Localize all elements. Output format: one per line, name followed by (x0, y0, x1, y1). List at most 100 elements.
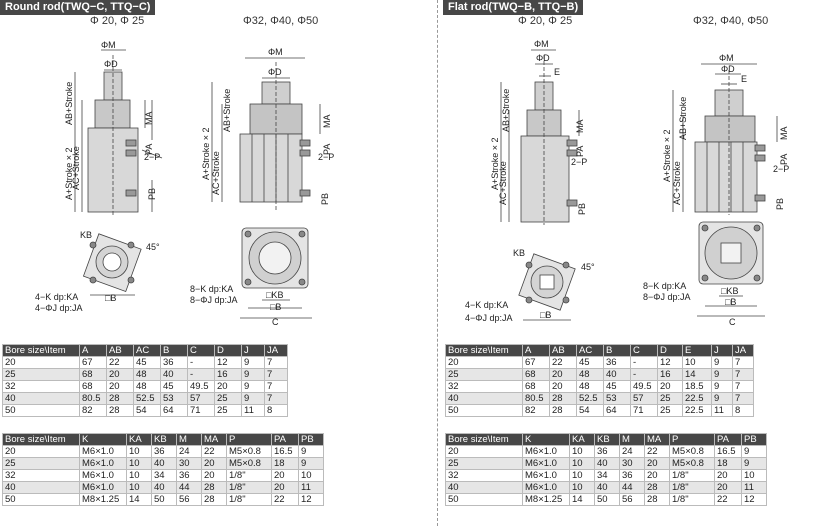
table-header-row: Bore size\Item K KA KB M MA P PA PB (2, 433, 324, 446)
label-ab-stroke-large: AB+Stroke (678, 97, 688, 140)
cell: 25 (657, 404, 683, 417)
label-b-large: □B (270, 302, 281, 312)
cell: M6×1.0 (79, 457, 127, 470)
small-cylinder-side-view (500, 49, 580, 225)
subtitle-large-bore: Φ32, Φ40, Φ50 (693, 15, 769, 27)
cell: 40 (160, 368, 188, 381)
cell: 10 (569, 481, 595, 494)
header-cell: Bore size\Item (2, 344, 80, 357)
header-cell: KA (569, 433, 595, 446)
label-pb-large: PB (320, 193, 330, 205)
label-8j: 8−ΦJ dp:JA (190, 295, 237, 305)
cell: 20 (445, 356, 523, 369)
cell: 30 (176, 457, 202, 470)
cell: 9 (711, 356, 733, 369)
cell: 50 (151, 493, 177, 506)
cell: 12 (214, 356, 242, 369)
label-b-large: □B (725, 297, 736, 307)
cell: 11 (298, 481, 324, 494)
header-cell: J (711, 344, 733, 357)
cell: M6×1.0 (522, 469, 570, 482)
subtitle-large-bore: Φ32, Φ40, Φ50 (243, 15, 319, 27)
cell: 20 (714, 469, 742, 482)
label-a-stroke-2: A+Stroke × 2 (64, 147, 74, 200)
cell: 10 (126, 469, 152, 482)
cell: 9 (298, 445, 324, 458)
cell: 9 (241, 368, 265, 381)
cell: 10 (126, 445, 152, 458)
cell: 22 (549, 356, 577, 369)
header-cell: PA (271, 433, 299, 446)
cell: 20 (714, 481, 742, 494)
cell: 10 (569, 445, 595, 458)
label-a-stroke-2-large: A+Stroke × 2 (201, 127, 211, 180)
cell: 48 (133, 380, 161, 393)
cell: 20 (2, 445, 80, 458)
label-kb-square: □KB (266, 290, 283, 300)
cell: M6×1.0 (79, 445, 127, 458)
cell: 45 (160, 380, 188, 393)
cell: 11 (241, 404, 265, 417)
cell: 10 (126, 457, 152, 470)
header-cell: KB (151, 433, 177, 446)
label-phi-d: ΦD (536, 53, 550, 63)
cell: 45 (576, 356, 604, 369)
cell: 9 (241, 356, 265, 369)
label-b: □B (105, 293, 116, 303)
cell: 20 (2, 356, 80, 369)
cell: 10 (126, 481, 152, 494)
cell: 20 (201, 469, 227, 482)
label-a-stroke-2: A+Stroke × 2 (490, 137, 500, 190)
cell: 56 (176, 493, 202, 506)
cell: 9 (711, 368, 733, 381)
cell: 40 (445, 481, 523, 494)
cell: 48 (576, 368, 604, 381)
cell: 16.5 (271, 445, 299, 458)
header-cell: C (187, 344, 215, 357)
cell: 16 (214, 368, 242, 381)
label-e: E (554, 67, 560, 77)
label-ac-stroke-large: AC+Stroke (211, 151, 221, 195)
cell: 20 (271, 481, 299, 494)
label-pb-large: PB (775, 198, 785, 210)
subtitle-small-bore: Φ 20, Φ 25 (518, 15, 573, 27)
cell: 50 (594, 493, 620, 506)
cell: 28 (106, 392, 134, 405)
cell: M5×0.8 (226, 445, 272, 458)
cell: 25 (2, 457, 80, 470)
panel-title: Flat rod(TWQ−B, TTQ−B) (443, 0, 584, 15)
label-pa-large: PA (322, 144, 332, 155)
cell: 20 (549, 380, 577, 393)
cell: 50 (445, 493, 523, 506)
cell: 22 (271, 493, 299, 506)
label-45-deg: 45° (146, 242, 160, 252)
cell: 54 (576, 404, 604, 417)
small-cylinder-side-view (74, 49, 163, 215)
cell: 7 (264, 368, 288, 381)
label-4j: 4−ΦJ dp:JA (35, 303, 82, 313)
cell: 25 (445, 457, 523, 470)
label-c: C (272, 317, 279, 327)
cell: 67 (522, 356, 550, 369)
header-cell: C (630, 344, 658, 357)
cell: 10 (569, 457, 595, 470)
cell: 44 (619, 481, 645, 494)
label-phi-m-large: ΦM (268, 47, 283, 57)
cell: 9 (241, 392, 265, 405)
cell: 22 (714, 493, 742, 506)
cell: 20 (644, 469, 670, 482)
cell: 50 (445, 404, 523, 417)
cell: 10 (741, 469, 767, 482)
label-ma-large: MA (322, 115, 332, 129)
label-kb-square: □KB (721, 286, 738, 296)
cell: 34 (594, 469, 620, 482)
cell: 50 (2, 493, 80, 506)
header-cell: K (522, 433, 570, 446)
round-rod-panel: Round rod(TWQ−C, TTQ−C) Φ 20, Φ 25 Φ32, … (0, 0, 400, 526)
label-ac-stroke: AC+Stroke (71, 146, 81, 190)
cell: 32 (2, 380, 80, 393)
